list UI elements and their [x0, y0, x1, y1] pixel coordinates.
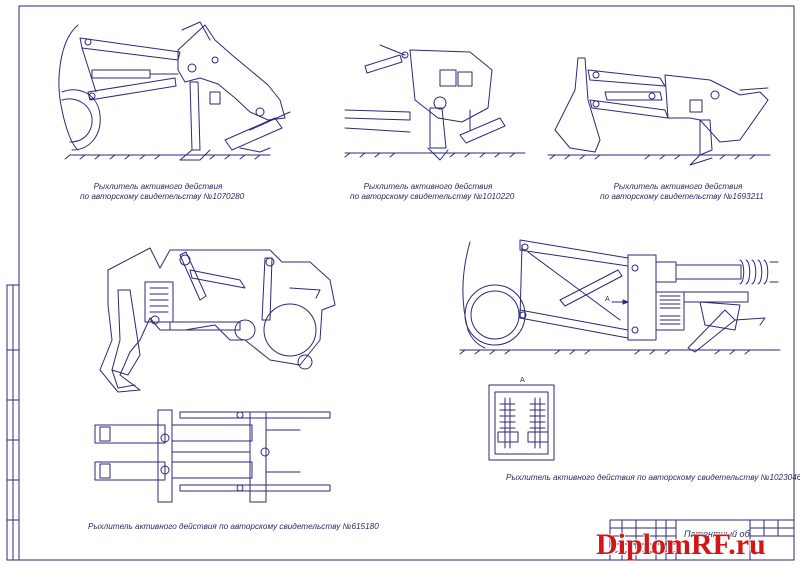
detail-view-a [488, 384, 555, 461]
caption-1023046: Рыхлитель активного действия по авторско… [506, 473, 800, 482]
figure-1010220 [344, 44, 526, 161]
sheet-border [18, 5, 795, 561]
detail-view-label: A [520, 377, 525, 384]
caption-1010220-line2: по авторскому свидетельству №1010220 [350, 192, 515, 201]
caption-1070280-line2: по авторскому свидетельству №1070280 [80, 192, 245, 201]
caption-1070280-line1: Рыхлитель активного действия [93, 182, 223, 191]
caption-615180: Рыхлитель активного действия по авторско… [88, 522, 379, 531]
watermark-logo: DiplomRF.ru [596, 528, 766, 561]
binding-strip [6, 284, 20, 561]
figure-1023046 [459, 239, 781, 355]
caption-1693211-line2: по авторскому свидетельству №1693211 [600, 192, 764, 201]
figure-615180 [94, 247, 336, 503]
figure-1070280 [58, 21, 291, 161]
caption-1010220-line1: Рыхлитель активного действия [363, 182, 493, 191]
caption-1693211-line1: Рыхлитель активного действия [613, 182, 743, 191]
title-block-title: Патентный об [684, 529, 750, 539]
figure-1693211 [547, 57, 771, 166]
title-block [609, 519, 795, 561]
section-marker: А [605, 296, 610, 303]
